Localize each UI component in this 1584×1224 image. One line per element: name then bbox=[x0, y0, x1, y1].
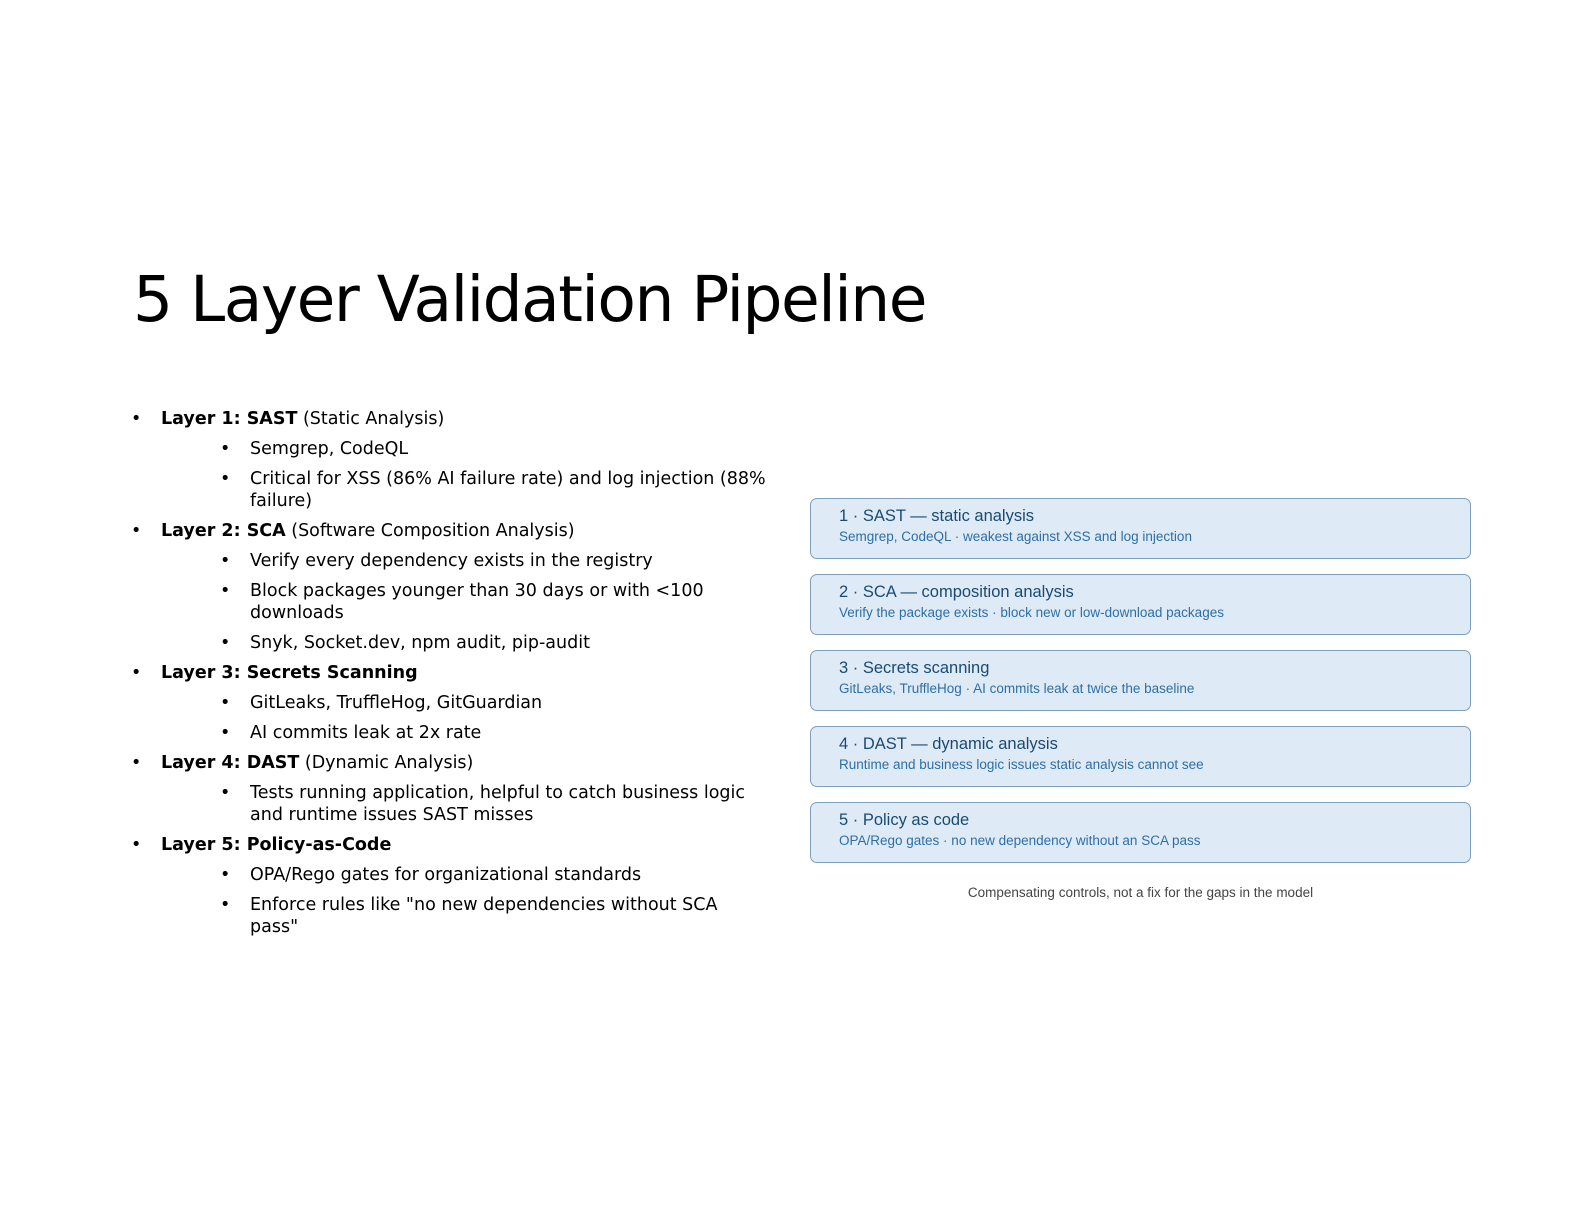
layer-1-item: Semgrep, CodeQL bbox=[161, 438, 771, 460]
layer-5-bullet: Layer 5: Policy-as-Code OPA/Rego gates f… bbox=[131, 834, 771, 938]
slide-title: 5 Layer Validation Pipeline bbox=[133, 263, 927, 336]
layer-2-bullet: Layer 2: SCA (Software Composition Analy… bbox=[131, 520, 771, 654]
pipeline-box-desc: OPA/Rego gates · no new dependency witho… bbox=[839, 833, 1201, 848]
layer-4-label: Layer 4: DAST bbox=[161, 753, 300, 773]
pipeline-box-desc: Verify the package exists · block new or… bbox=[839, 605, 1224, 620]
layer-3-item: GitLeaks, TruffleHog, GitGuardian bbox=[161, 692, 771, 714]
pipeline-diagram: 1 · SAST — static analysis Semgrep, Code… bbox=[810, 498, 1471, 878]
pipeline-box-2: 2 · SCA — composition analysis Verify th… bbox=[810, 574, 1471, 635]
pipeline-box-1: 1 · SAST — static analysis Semgrep, Code… bbox=[810, 498, 1471, 559]
pipeline-box-title: 5 · Policy as code bbox=[839, 811, 970, 829]
layer-4-item: Tests running application, helpful to ca… bbox=[161, 782, 771, 826]
layer-5-item: OPA/Rego gates for organizational standa… bbox=[161, 864, 771, 886]
pipeline-box-5: 5 · Policy as code OPA/Rego gates · no n… bbox=[810, 802, 1471, 863]
layer-2-item: Verify every dependency exists in the re… bbox=[161, 550, 771, 572]
pipeline-box-title: 4 · DAST — dynamic analysis bbox=[839, 735, 1058, 753]
layer-1-item: Critical for XSS (86% AI failure rate) a… bbox=[161, 468, 771, 512]
layer-5-label: Layer 5: Policy-as-Code bbox=[161, 835, 392, 855]
layer-4-suffix: (Dynamic Analysis) bbox=[299, 753, 474, 773]
pipeline-box-3: 3 · Secrets scanning GitLeaks, TruffleHo… bbox=[810, 650, 1471, 711]
pipeline-box-title: 1 · SAST — static analysis bbox=[839, 507, 1035, 525]
layer-2-suffix: (Software Composition Analysis) bbox=[285, 521, 575, 541]
pipeline-box-desc: GitLeaks, TruffleHog · AI commits leak a… bbox=[839, 681, 1195, 696]
layer-5-item: Enforce rules like "no new dependencies … bbox=[161, 894, 771, 938]
layer-2-label: Layer 2: SCA bbox=[161, 521, 286, 541]
pipeline-box-title: 3 · Secrets scanning bbox=[839, 659, 990, 677]
layer-1-label: Layer 1: SAST bbox=[161, 409, 298, 429]
pipeline-box-title: 2 · SCA — composition analysis bbox=[839, 583, 1074, 601]
diagram-caption: Compensating controls, not a fix for the… bbox=[967, 885, 1314, 900]
pipeline-box-desc: Runtime and business logic issues static… bbox=[839, 757, 1204, 772]
layer-2-item: Snyk, Socket.dev, npm audit, pip-audit bbox=[161, 632, 771, 654]
layer-4-bullet: Layer 4: DAST (Dynamic Analysis) Tests r… bbox=[131, 752, 771, 826]
pipeline-box-desc: Semgrep, CodeQL · weakest against XSS an… bbox=[839, 529, 1192, 544]
layer-3-bullet: Layer 3: Secrets Scanning GitLeaks, Truf… bbox=[131, 662, 771, 744]
layer-1-bullet: Layer 1: SAST (Static Analysis) Semgrep,… bbox=[131, 408, 771, 512]
layer-1-suffix: (Static Analysis) bbox=[297, 409, 445, 429]
layer-2-item: Block packages younger than 30 days or w… bbox=[161, 580, 771, 624]
pipeline-box-4: 4 · DAST — dynamic analysis Runtime and … bbox=[810, 726, 1471, 787]
layer-3-item: AI commits leak at 2x rate bbox=[161, 722, 771, 744]
layer-bullet-list: Layer 1: SAST (Static Analysis) Semgrep,… bbox=[131, 408, 771, 946]
layer-3-label: Layer 3: Secrets Scanning bbox=[161, 663, 418, 683]
